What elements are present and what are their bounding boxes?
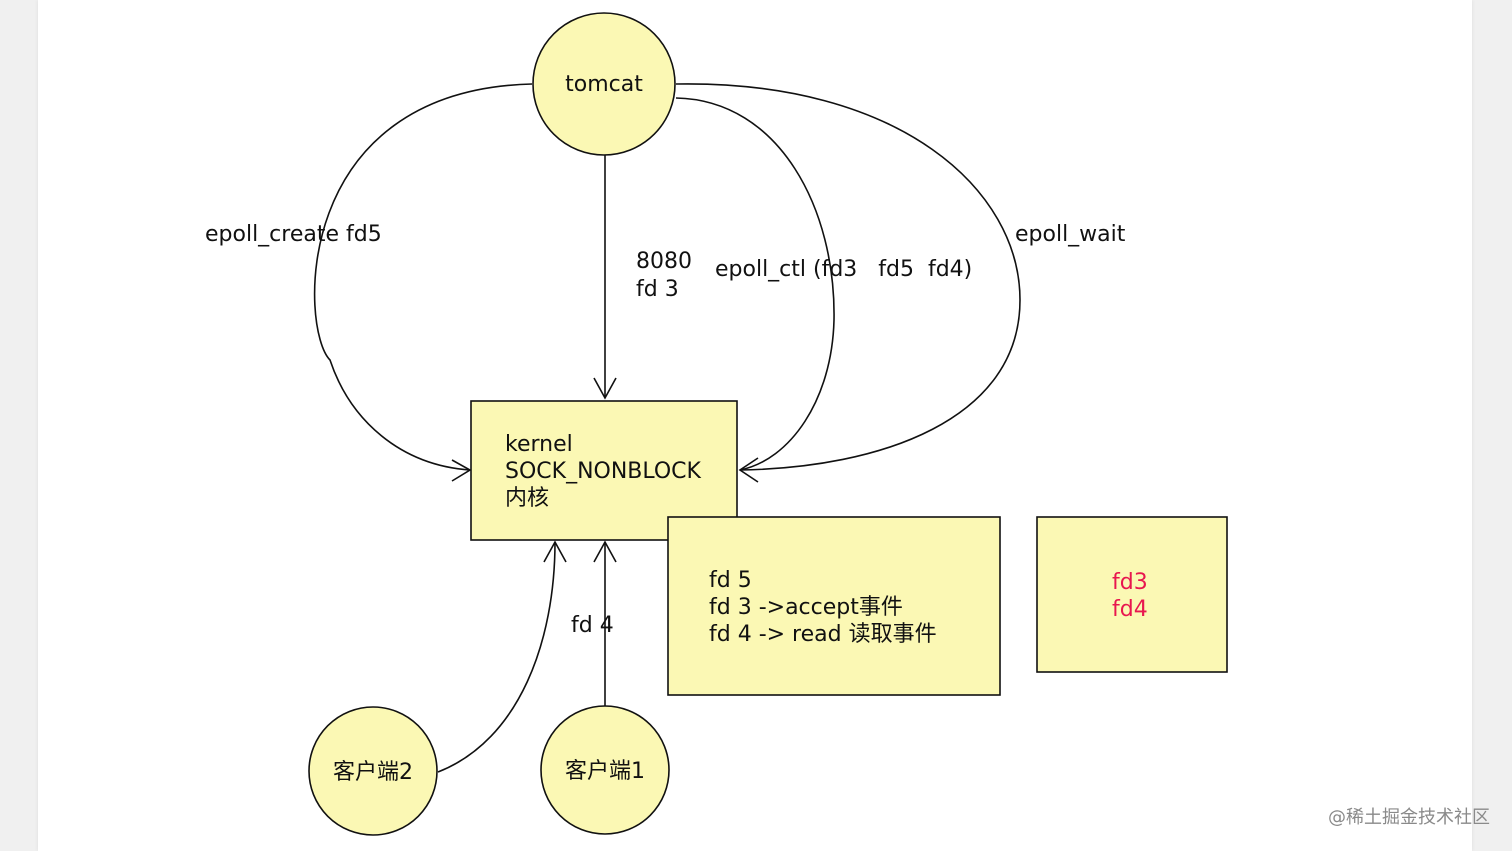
edge-client2: [437, 541, 556, 773]
kernel-label-line-3: 内核: [505, 486, 549, 511]
ready-box-line-1: fd3: [1112, 570, 1148, 595]
client1-node: [540, 705, 670, 835]
client2-node: [308, 706, 438, 836]
kernel-label-line-2: SOCK_NONBLOCK: [505, 459, 702, 484]
edge-label-client-fd: fd 4: [571, 613, 614, 638]
edge-label-epoll-ctl: epoll_ctl (fd3 fd5 fd4): [715, 257, 972, 282]
ready-list-box: [1036, 516, 1228, 673]
edge-epoll-create: [313, 83, 533, 471]
watermark: @稀土掘金技术社区: [1328, 807, 1490, 828]
ready-box-line-2: fd4: [1112, 597, 1148, 622]
edge-epoll-wait: [675, 83, 1021, 471]
epoll-box-line-1: fd 5: [709, 568, 752, 593]
edge-label-epoll-create: epoll_create fd5: [205, 222, 382, 247]
client2-label: 客户端2: [333, 760, 413, 785]
tomcat-label: tomcat: [565, 72, 643, 97]
diagram-canvas: [38, 0, 1472, 851]
arrowhead-epoll-create: [451, 459, 472, 482]
client1-label: 客户端1: [565, 759, 645, 784]
edge-epoll-ctl: [675, 97, 835, 471]
arrowhead-client2: [543, 540, 567, 563]
edge-label-epoll-wait: epoll_wait: [1015, 222, 1126, 247]
edge-label-listen-port: 8080: [636, 249, 692, 274]
epoll-box-line-3: fd 4 -> read 读取事件: [709, 622, 937, 647]
tomcat-node: [532, 12, 676, 156]
arrowhead-listen: [593, 377, 617, 400]
epoll-fd-box: [667, 516, 1001, 696]
epoll-box-line-2: fd 3 ->accept事件: [709, 595, 903, 620]
arrowhead-client1: [593, 540, 617, 563]
edge-label-listen-fd: fd 3: [636, 277, 679, 302]
kernel-label-line-1: kernel: [505, 432, 573, 457]
